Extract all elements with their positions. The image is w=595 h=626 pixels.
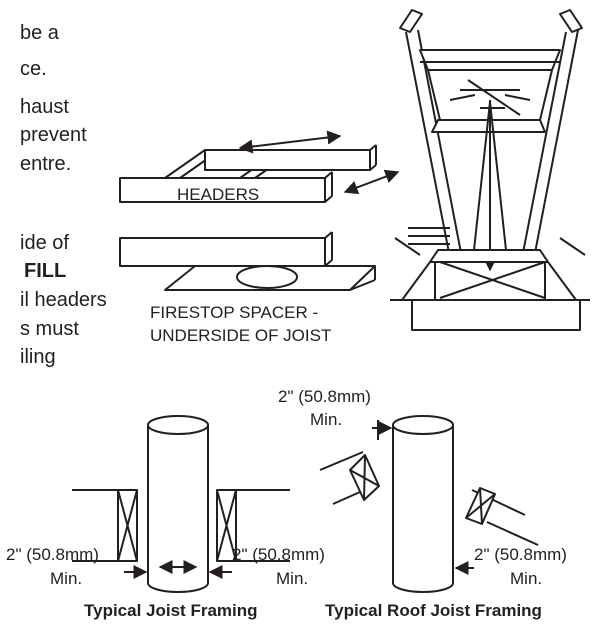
- chimney-assembly-drawing: [390, 9, 590, 331]
- roof-top-min: Min.: [310, 410, 342, 429]
- headers-label: HEADERS: [177, 185, 259, 204]
- text-fragment-3: haust: [20, 96, 69, 118]
- text-fragment-9: s must: [20, 318, 79, 340]
- roof-bottom-min: Min.: [510, 569, 542, 588]
- firestop-label-line1: FIRESTOP SPACER -: [150, 303, 318, 322]
- roof-top-dim: 2" (50.8mm): [278, 387, 371, 406]
- headers-drawing: HEADERS: [119, 130, 400, 204]
- roof-bottom-dim: 2" (50.8mm): [474, 545, 567, 564]
- text-fragment-10: iling: [20, 346, 56, 368]
- joist-left-dim: 2" (50.8mm): [6, 545, 99, 564]
- joist-framing-caption: Typical Joist Framing: [84, 601, 258, 620]
- roof-joist-framing-drawing: 2" (50.8mm) Min. 2" (50.8mm) Min. Typica…: [278, 387, 567, 620]
- firestop-label-line2: UNDERSIDE OF JOIST: [150, 326, 331, 345]
- joist-left-min: Min.: [50, 569, 82, 588]
- text-fragment-2: ce.: [20, 58, 47, 80]
- text-fragment-4: prevent: [20, 124, 87, 146]
- joist-framing-drawing: 2" (50.8mm) Min. 2" (50.8mm) Min. Typica…: [6, 415, 325, 620]
- firestop-spacer-drawing: FIRESTOP SPACER - UNDERSIDE OF JOIST: [119, 231, 376, 345]
- text-fragment-6: ide of: [20, 232, 69, 254]
- joist-right-min: Min.: [276, 569, 308, 588]
- text-fragment-1: be a: [20, 22, 59, 44]
- text-fragment-5: entre.: [20, 153, 72, 175]
- roof-joist-framing-caption: Typical Roof Joist Framing: [325, 601, 542, 620]
- text-fragment-7: FILL: [24, 260, 67, 282]
- text-fragment-8: il headers: [20, 289, 107, 311]
- joist-right-dim: 2" (50.8mm): [232, 545, 325, 564]
